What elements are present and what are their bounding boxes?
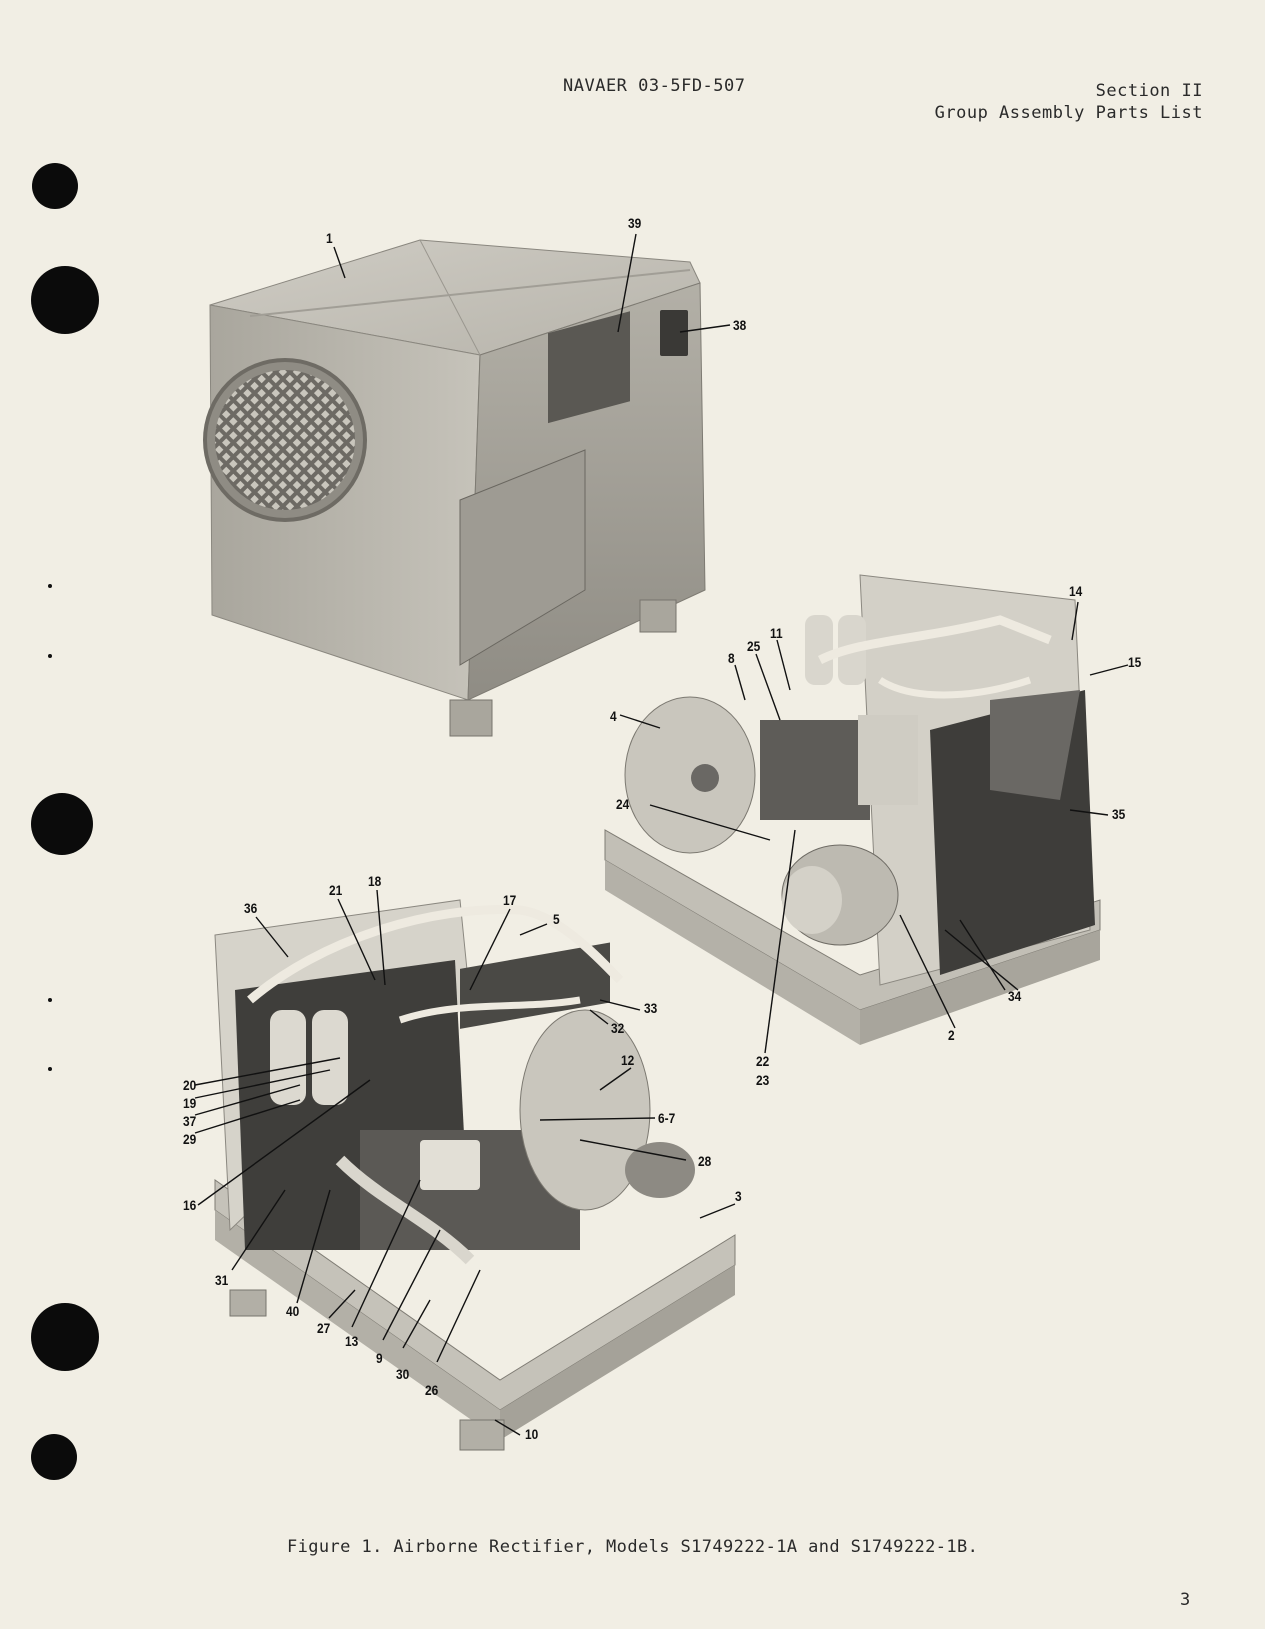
callout-label: 35 (1112, 806, 1126, 822)
callout-label: 6-7 (658, 1110, 676, 1126)
callout-label: 36 (244, 900, 258, 916)
section-title: Group Assembly Parts List (934, 103, 1203, 123)
callout-label: 9 (376, 1350, 383, 1366)
callout-label: 26 (425, 1382, 439, 1398)
callout-label: 34 (1008, 988, 1022, 1004)
callout-label: 3 (735, 1188, 742, 1204)
callout-label: 12 (621, 1052, 635, 1068)
callout-label: 22 (756, 1053, 770, 1069)
closed-case-view (203, 239, 706, 737)
callout-label: 25 (747, 638, 761, 654)
callout-label: 40 (286, 1303, 300, 1319)
callout-label: 23 (756, 1072, 770, 1088)
callout-label: 28 (698, 1153, 712, 1169)
callout-label: 31 (215, 1272, 229, 1288)
callout-label: 4 (610, 708, 617, 724)
callout-label: 39 (628, 215, 642, 231)
leader-lines (194, 233, 1129, 1436)
callout-label: 27 (317, 1320, 331, 1336)
callout-label: 37 (183, 1113, 197, 1129)
callout-label: 11 (770, 625, 783, 641)
callout-label: 21 (329, 882, 343, 898)
punch-hole (31, 266, 99, 334)
callout-label: 19 (183, 1095, 197, 1111)
callout-label: 30 (396, 1366, 410, 1382)
margin-mark (48, 1067, 52, 1071)
callout-label: 5 (553, 911, 560, 927)
callout-label: 38 (733, 317, 747, 333)
punch-hole (32, 163, 78, 209)
callout-label: 1 (326, 230, 333, 246)
open-chassis-view-left (214, 899, 736, 1451)
callout-label: 2 (948, 1027, 955, 1043)
callout-label: 29 (183, 1131, 197, 1147)
margin-mark (48, 584, 52, 588)
callout-label: 8 (728, 650, 735, 666)
callout-label: 20 (183, 1077, 197, 1093)
callout-label: 17 (503, 892, 517, 908)
callout-label: 13 (345, 1333, 359, 1349)
callout-label: 15 (1128, 654, 1142, 670)
callout-label: 10 (525, 1426, 539, 1442)
punch-hole (31, 793, 93, 855)
section-label: Section II (1095, 81, 1203, 101)
callout-label: 16 (183, 1197, 197, 1213)
document-number: NAVAER 03-5FD-507 (563, 76, 746, 96)
callout-label: 32 (611, 1020, 625, 1036)
punch-hole (31, 1303, 99, 1371)
open-chassis-view-right (604, 574, 1101, 1045)
margin-mark (48, 654, 52, 658)
page-number: 3 (1180, 1590, 1191, 1610)
callout-label: 24 (616, 796, 630, 812)
punch-hole (31, 1434, 77, 1480)
figure-caption: Figure 1. Airborne Rectifier, Models S17… (287, 1537, 979, 1557)
margin-mark (48, 998, 52, 1002)
callout-label: 33 (644, 1000, 658, 1016)
callout-label: 14 (1069, 583, 1083, 599)
callout-label: 18 (368, 873, 382, 889)
section-heading: Section II Group Assembly Parts List (935, 80, 1203, 124)
